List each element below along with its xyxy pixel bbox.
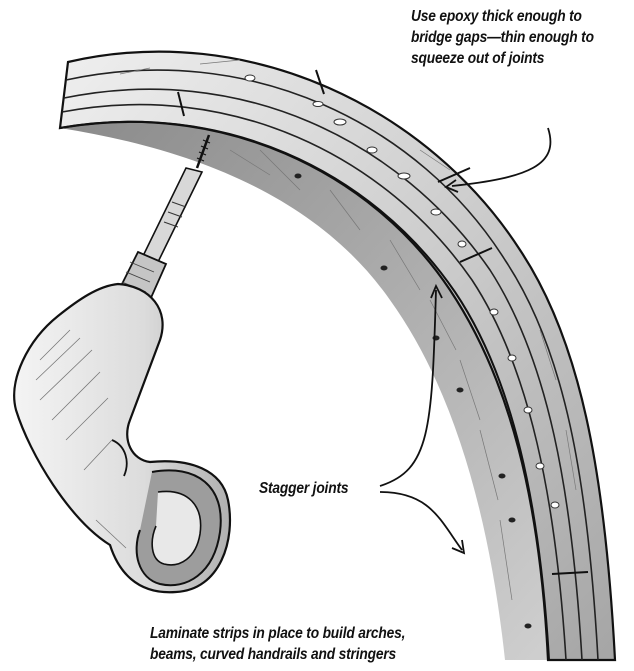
- caption: Laminate strips in place to build arches…: [150, 623, 405, 665]
- caption-line-2: beams, curved handrails and stringers: [150, 644, 405, 665]
- epoxy-callout: Use epoxy thick enough to bridge gaps—th…: [411, 6, 594, 69]
- epoxy-callout-line-2: bridge gaps—thin enough to: [411, 27, 594, 48]
- stagger-arrowhead-lower: [452, 540, 464, 553]
- epoxy-leader: [452, 128, 550, 186]
- stagger-leader-lower: [380, 492, 462, 550]
- epoxy-callout-line-3: squeeze out of joints: [411, 48, 594, 69]
- epoxy-callout-line-1: Use epoxy thick enough to: [411, 6, 594, 27]
- drill-icon: [14, 135, 230, 592]
- stagger-joints-callout: Stagger joints: [259, 478, 348, 499]
- caption-line-1: Laminate strips in place to build arches…: [150, 623, 405, 644]
- stagger-joints-label: Stagger joints: [259, 478, 348, 499]
